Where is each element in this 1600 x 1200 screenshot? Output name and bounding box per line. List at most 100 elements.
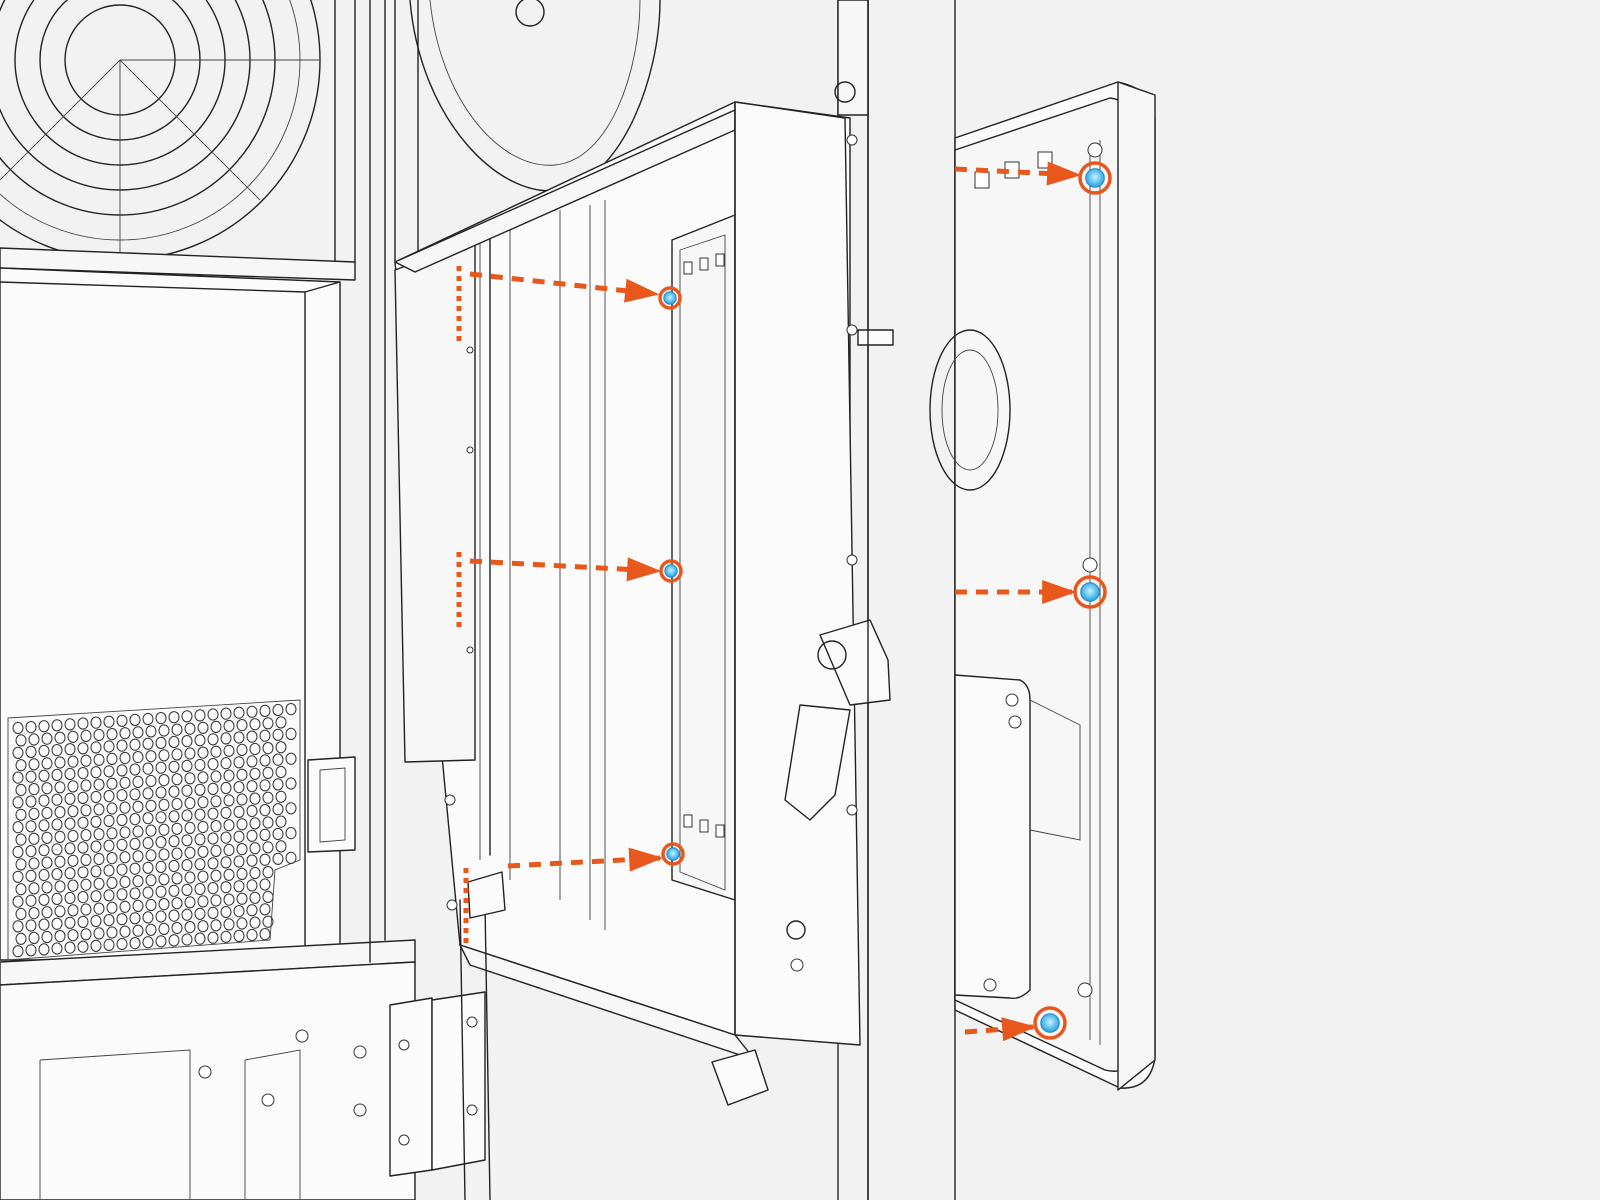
perforation-hole [262,866,274,879]
perforation-hole [197,920,209,933]
perforation-hole [155,786,167,799]
perforation-hole [249,916,261,929]
perforation-hole [116,863,128,876]
perforation-hole [168,810,180,823]
perforation-hole [259,878,271,891]
perforation-hole [51,843,63,856]
perforation-hole [197,820,209,834]
screw-callout-panel-top [954,161,1112,195]
perforation-hole [145,824,157,837]
perforation-hole [207,807,219,820]
perforation-hole [116,888,128,901]
perforation-hole [106,802,118,815]
perforation-hole [272,827,284,841]
perforation-hole [119,776,131,789]
perforation-hole [158,798,170,812]
perforation-hole [116,739,128,752]
perforation-hole [197,746,209,759]
perforation-hole [171,921,183,935]
perforation-hole [80,928,92,941]
perforation-hole [90,815,102,828]
perforation-hole [249,866,261,880]
perforation-hole [272,852,284,865]
perforation-hole [259,828,271,842]
perforation-hole [181,933,193,946]
perforation-hole [77,940,89,953]
perforation-hole [142,861,154,874]
perforation-hole [90,939,102,952]
perforation-hole [236,892,248,905]
perforation-hole [158,749,170,762]
perforation-hole [80,729,92,743]
perforation-hole [132,875,144,888]
perforation-hole [285,802,297,815]
perforation-hole [12,796,24,809]
perforation-hole [184,821,196,835]
perforation-hole [207,832,219,845]
perforation-hole [132,800,144,813]
perforation-hole [142,836,154,850]
perforation-hole [142,812,154,825]
perforation-hole [181,834,193,847]
perforation-hole [64,743,76,756]
perforation-hole [93,927,105,940]
perforation-hole [220,707,232,720]
highlight-ring [1073,575,1107,609]
perforation-hole [116,838,128,851]
perforation-hole [129,788,141,801]
perforation-hole [15,883,27,896]
perforation-hole [25,770,37,783]
perforation-hole [285,752,297,765]
perforation-hole [12,746,24,759]
perforation-hole [168,735,180,749]
perforation-hole [129,713,141,727]
perforation-hole [194,709,206,722]
perforation-hole [158,898,170,911]
perforation-hole [15,783,27,797]
perforation-hole [184,921,196,934]
perforation-hole [194,808,206,821]
perforation-hole [233,731,245,744]
perforation-hole [64,867,76,880]
perforation-hole [223,794,235,807]
direction-arrow [469,557,662,582]
perforation-hole [77,742,89,755]
perforation-hole [171,822,183,835]
perforation-hole [236,768,248,781]
perforation-hole [168,859,180,873]
perforation-hole [223,819,235,832]
perforation-hole [207,758,219,771]
perforation-hole [132,751,144,764]
perforation-hole [142,936,154,949]
screw-callout-panel-middle [955,575,1107,609]
perforation-hole [220,930,232,943]
perforation-hole [259,754,271,767]
perforation-hole [103,740,115,753]
perforation-hole [220,806,232,819]
perforation-hole [106,752,118,766]
perforation-hole [28,733,40,746]
perforation-hole [41,831,53,844]
perforation-hole [249,718,261,731]
perforation-hole [181,759,193,773]
perforation-hole [15,759,27,772]
perforation-hole [119,875,131,889]
perforation-hole [12,771,24,784]
perforation-hole [210,844,222,858]
perforation-hole [155,910,167,923]
perforation-hole [145,750,157,763]
perforation-hole [197,895,209,908]
perforation-hole [119,751,131,765]
perforation-hole [25,721,37,734]
perforation-hole [80,804,92,817]
perforation-hole [41,856,53,869]
perforation-hole [67,879,79,892]
perforation-hole [80,903,92,916]
perforation-hole [28,807,40,821]
perforation-hole [155,860,167,874]
screw-icon [1040,1013,1060,1033]
perforation-hole [119,900,131,913]
perforation-hole [259,729,271,742]
highlight-ring [1033,1006,1067,1040]
perforation-hole [25,795,37,808]
